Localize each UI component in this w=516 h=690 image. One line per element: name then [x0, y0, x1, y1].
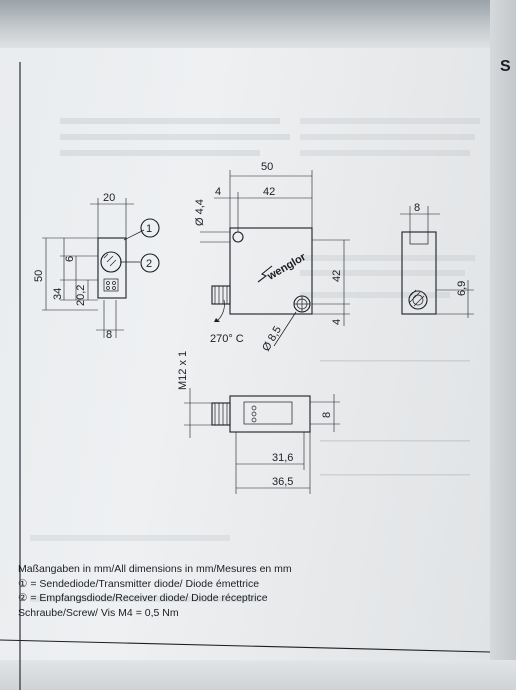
dim-side-width: 50	[261, 161, 273, 173]
mounting-hole-small	[232, 231, 244, 243]
corner-letter: S	[500, 58, 511, 75]
legend-transmitter: ① = Sendediode/Transmitter diode/ Diode …	[18, 577, 260, 590]
legend-mark-2: ②	[18, 592, 28, 604]
end-view-hole	[408, 290, 428, 310]
dim-front-height: 50	[33, 270, 45, 282]
legend-receiver: ② = Empfangsdiode/Receiver diode/ Diode …	[18, 592, 268, 604]
legend-mark-1: ①	[18, 577, 28, 590]
dim-side-left: 4	[215, 186, 221, 198]
dim-end-height: 6,9	[456, 281, 468, 296]
dim-top-len2: 36,5	[272, 476, 293, 488]
page-top-shadow	[0, 0, 516, 48]
front-lens	[100, 251, 122, 273]
legend-units: Maßangaben in mm/All dimensions in mm/Me…	[18, 563, 292, 575]
dim-front-h2: 34	[52, 288, 64, 300]
legend-screw: Schraube/Screw/ Vis M4 = 0,5 Nm	[18, 606, 179, 619]
page-bottom-band	[0, 660, 516, 690]
dim-top-width: 8	[321, 412, 333, 418]
dim-side-height: 42	[331, 270, 343, 282]
dim-top-len1: 31,6	[272, 452, 293, 464]
connector-body	[211, 285, 231, 305]
dim-front-h1: 6	[64, 256, 76, 262]
dim-hole-large: Ø 8,5	[260, 324, 284, 353]
top-view: M12 x 1 8 31,6 36,5	[177, 351, 340, 494]
dim-hole-small: Ø 4,4	[194, 199, 206, 226]
front-view-body	[97, 237, 127, 299]
callout-2-circle	[140, 253, 160, 273]
dim-front-bottom: 8	[106, 329, 112, 341]
top-view-window	[243, 401, 293, 425]
page-right-edge	[490, 0, 516, 690]
legend-block: Maßangaben in mm/All dimensions in mm/Me…	[18, 562, 378, 620]
side-view-body	[229, 227, 313, 315]
callout-1-circle	[140, 218, 160, 238]
top-view-connector	[211, 402, 231, 426]
dim-side-bottom: 4	[331, 319, 343, 325]
top-view-body	[229, 395, 311, 433]
dim-rotation: 270° C	[210, 333, 244, 345]
callout-1-label: 1	[146, 223, 152, 235]
dim-thread: M12 x 1	[177, 351, 189, 390]
dim-front-width: 20	[103, 192, 115, 204]
front-view: 1 2 20 50 34 6 20,2 8	[33, 192, 160, 341]
dim-side-inner: 42	[263, 186, 275, 198]
end-view: 8 6,9	[400, 202, 474, 318]
front-led-block	[103, 278, 119, 292]
dim-end-width: 8	[414, 202, 420, 214]
bottom-fold-line	[0, 639, 491, 653]
front-lens-hatch	[103, 253, 117, 267]
bleed-through-texture	[30, 118, 480, 602]
brand-logo-mark	[257, 265, 273, 283]
callout-2-label: 2	[146, 258, 152, 270]
dim-front-h3: 20,2	[75, 285, 87, 306]
